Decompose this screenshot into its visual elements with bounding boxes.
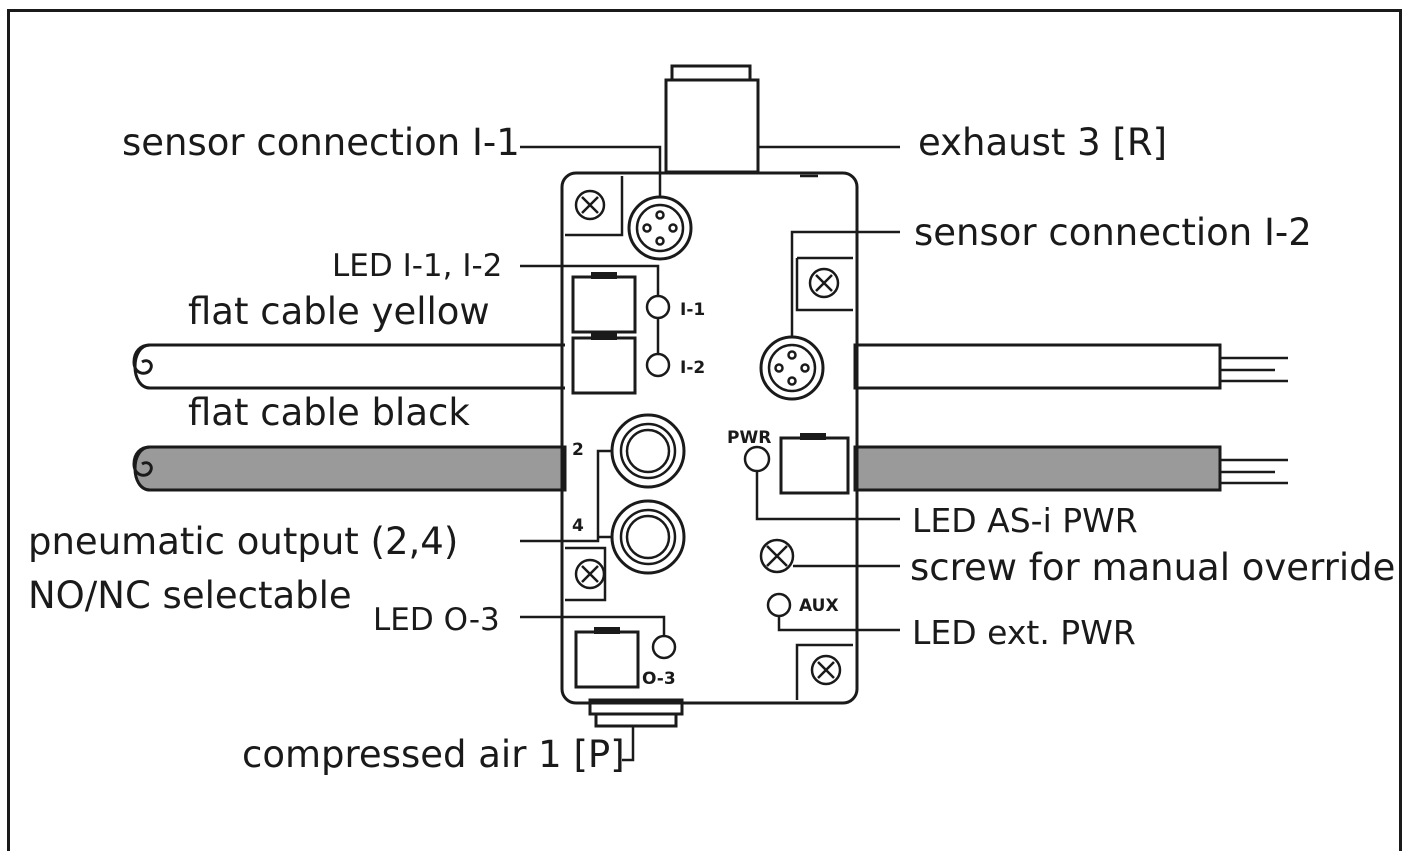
sensor-connector-i2: [759, 335, 825, 401]
compressed-air-fitting: [588, 698, 684, 728]
label-led-o3: LED O-3: [373, 602, 500, 638]
led-pwr-indicator: [743, 445, 771, 473]
leader-led-o3: [520, 615, 666, 636]
diagram-frame: [7, 9, 1402, 851]
leader-sensor-i1: [520, 145, 662, 197]
label-led-i1-i2: LED I-1, I-2: [332, 248, 502, 284]
screw-icon: [795, 643, 853, 700]
flat-cable-black-right: [853, 445, 1288, 492]
mark-o3: O-3: [642, 669, 676, 689]
led-i2-indicator: [645, 352, 671, 378]
mark-i2: I-2: [680, 358, 705, 378]
label-sensor-connection-i1: sensor connection I-1: [122, 121, 520, 164]
manual-override-screw-icon: [759, 538, 795, 574]
leader-led-i1-i2: [520, 264, 660, 354]
module-body: [560, 171, 859, 705]
flat-cable-yellow-right: [853, 343, 1288, 390]
led-i1-indicator: [645, 294, 671, 320]
label-compressed-air: compressed air 1 [P]: [242, 733, 625, 776]
mark-port-4: 4: [572, 516, 584, 536]
label-flat-cable-yellow: flat cable yellow: [188, 290, 490, 333]
flat-cable-yellow-left: [132, 343, 565, 390]
label-led-asi-pwr: LED AS-i PWR: [912, 501, 1138, 540]
leader-sensor-i2: [790, 230, 900, 337]
leader-pneumatic: [520, 449, 612, 543]
led-aux-indicator: [766, 592, 792, 618]
sensor-connector-i1: [627, 195, 693, 261]
terminal-box: [574, 627, 640, 689]
terminal-box: [571, 272, 637, 334]
pneumatic-port-4: [610, 499, 686, 575]
exhaust-fitting: [664, 64, 760, 174]
terminal-box: [571, 333, 637, 395]
label-led-ext-pwr: LED ext. PWR: [912, 613, 1136, 652]
mark-port-2: 2: [572, 440, 584, 460]
mark-aux: AUX: [799, 596, 839, 616]
mark-pwr: PWR: [727, 428, 771, 448]
label-screw-manual-override: screw for manual override: [910, 546, 1395, 589]
pneumatic-port-2: [610, 413, 686, 489]
label-pneumatic-output: pneumatic output (2,4): [28, 520, 458, 563]
led-o3-indicator: [651, 634, 677, 660]
screw-icon: [565, 176, 624, 237]
label-sensor-connection-i2: sensor connection I-2: [914, 211, 1312, 254]
leader-led-ext-pwr: [777, 616, 900, 632]
terminal-box: [779, 433, 850, 495]
screw-icon: [565, 546, 607, 602]
flat-cable-black-left: [132, 445, 567, 492]
leader-compressed-air: [622, 726, 635, 762]
mark-i1: I-1: [680, 300, 705, 320]
label-no-nc-selectable: NO/NC selectable: [28, 574, 352, 617]
leader-led-asi-pwr: [755, 471, 900, 521]
label-flat-cable-black: flat cable black: [188, 391, 470, 434]
label-exhaust: exhaust 3 [R]: [918, 121, 1167, 164]
screw-icon: [795, 256, 853, 312]
